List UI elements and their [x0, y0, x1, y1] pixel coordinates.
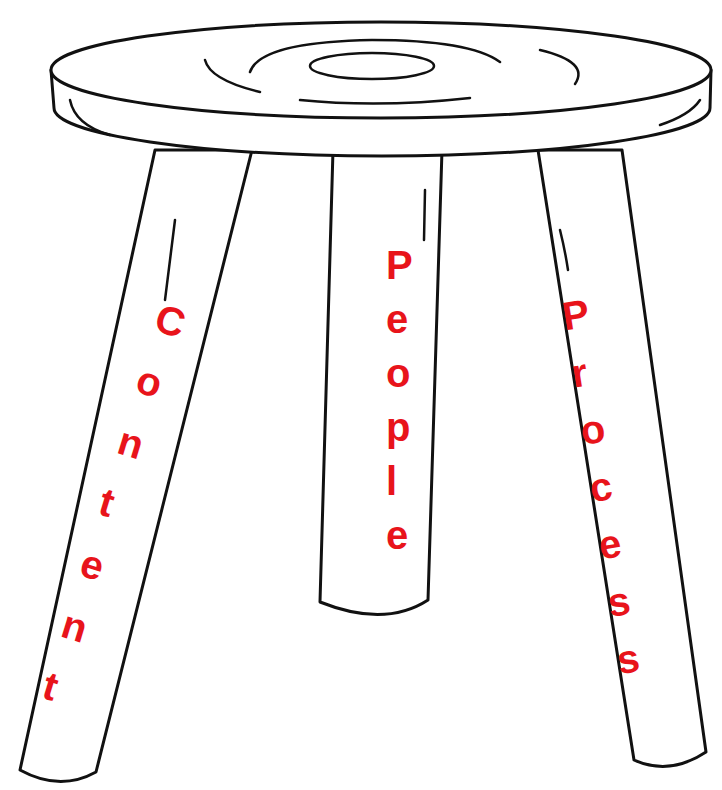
leg-label: People: [386, 238, 387, 562]
stool-leg: [538, 150, 706, 766]
stool-leg: [320, 150, 442, 615]
stool-seat-top: [51, 22, 711, 118]
leg-label: Content: [35, 286, 167, 715]
wood-grain: [70, 40, 700, 300]
stool-leg: [20, 150, 252, 782]
leg-label: Process: [558, 288, 623, 689]
